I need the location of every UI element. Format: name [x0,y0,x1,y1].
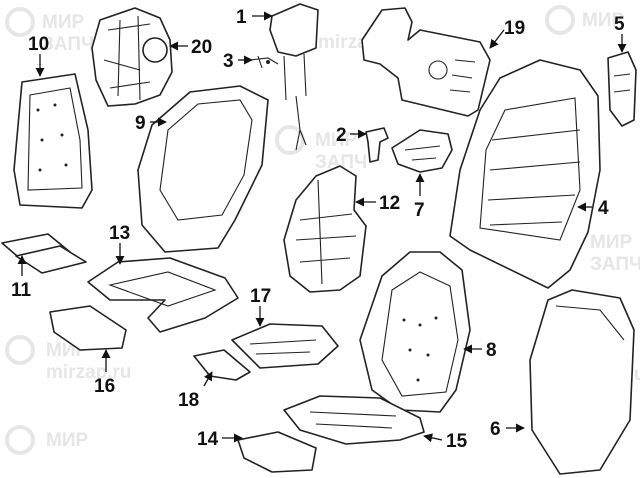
part-4-seat-frame [449,59,601,289]
part-7-bracket [391,129,453,173]
watermark-brand: МИР [46,430,88,451]
part-17-heating-mat [231,323,339,369]
callout-leaders [17,11,627,443]
part-16-bolster [49,305,127,351]
callout-5: 5 [614,14,625,35]
callout-20: 20 [191,37,212,58]
part-6-side-cover [529,289,635,475]
callout-11: 11 [11,280,32,301]
part-11-pads [1,233,87,274]
callout-13: 13 [109,223,130,244]
part-13-cushion-frame [87,257,239,333]
callout-1: 1 [236,7,247,28]
callout-15: 15 [446,431,468,452]
callout-labels: 1 2 3 4 5 6 7 8 9 10 11 12 13 14 15 16 1… [11,7,625,452]
callout-10: 10 [28,34,49,55]
callout-9: 9 [135,113,146,134]
part-20-motor-assembly [91,7,173,107]
part-5-mechanism [607,51,637,127]
part-19-backrest-shell [361,7,491,117]
part-10-backrest-panel [13,73,93,209]
callout-18: 18 [178,390,199,411]
callout-7: 7 [414,200,425,221]
watermark-brand-sub: ЗАПЧ [315,152,367,173]
callout-14: 14 [197,429,219,450]
watermark-brand-sub: ЗАПЧ [42,34,94,55]
part-14-bolster [237,431,317,473]
callout-16: 16 [94,376,115,397]
part-9-seatback-trim [137,85,269,253]
watermark-brand: МИР [315,130,357,151]
watermark-brand: МИР [590,232,632,253]
callout-19: 19 [504,18,525,39]
part-2-bolt [365,127,389,163]
part-18-sensor [193,349,251,381]
part-3-clip [249,55,279,69]
callout-2: 2 [336,125,347,146]
callout-4: 4 [598,198,609,219]
callout-8: 8 [486,340,497,361]
callout-12: 12 [379,193,400,214]
part-1-headrest [269,3,319,151]
watermark-brand: МИР [582,10,624,31]
watermark-brand-sub: ЗАПЧ [590,254,640,275]
part-8-seatback-assembly [359,251,471,413]
callout-6: 6 [490,419,501,440]
part-15-cushion-base [283,395,425,445]
watermark-site: mirzap.ru [46,362,132,383]
callout-17: 17 [250,286,271,307]
watermark-brand: МИР [42,12,84,33]
callout-3: 3 [223,51,234,72]
part-12-back-pad [283,165,367,293]
